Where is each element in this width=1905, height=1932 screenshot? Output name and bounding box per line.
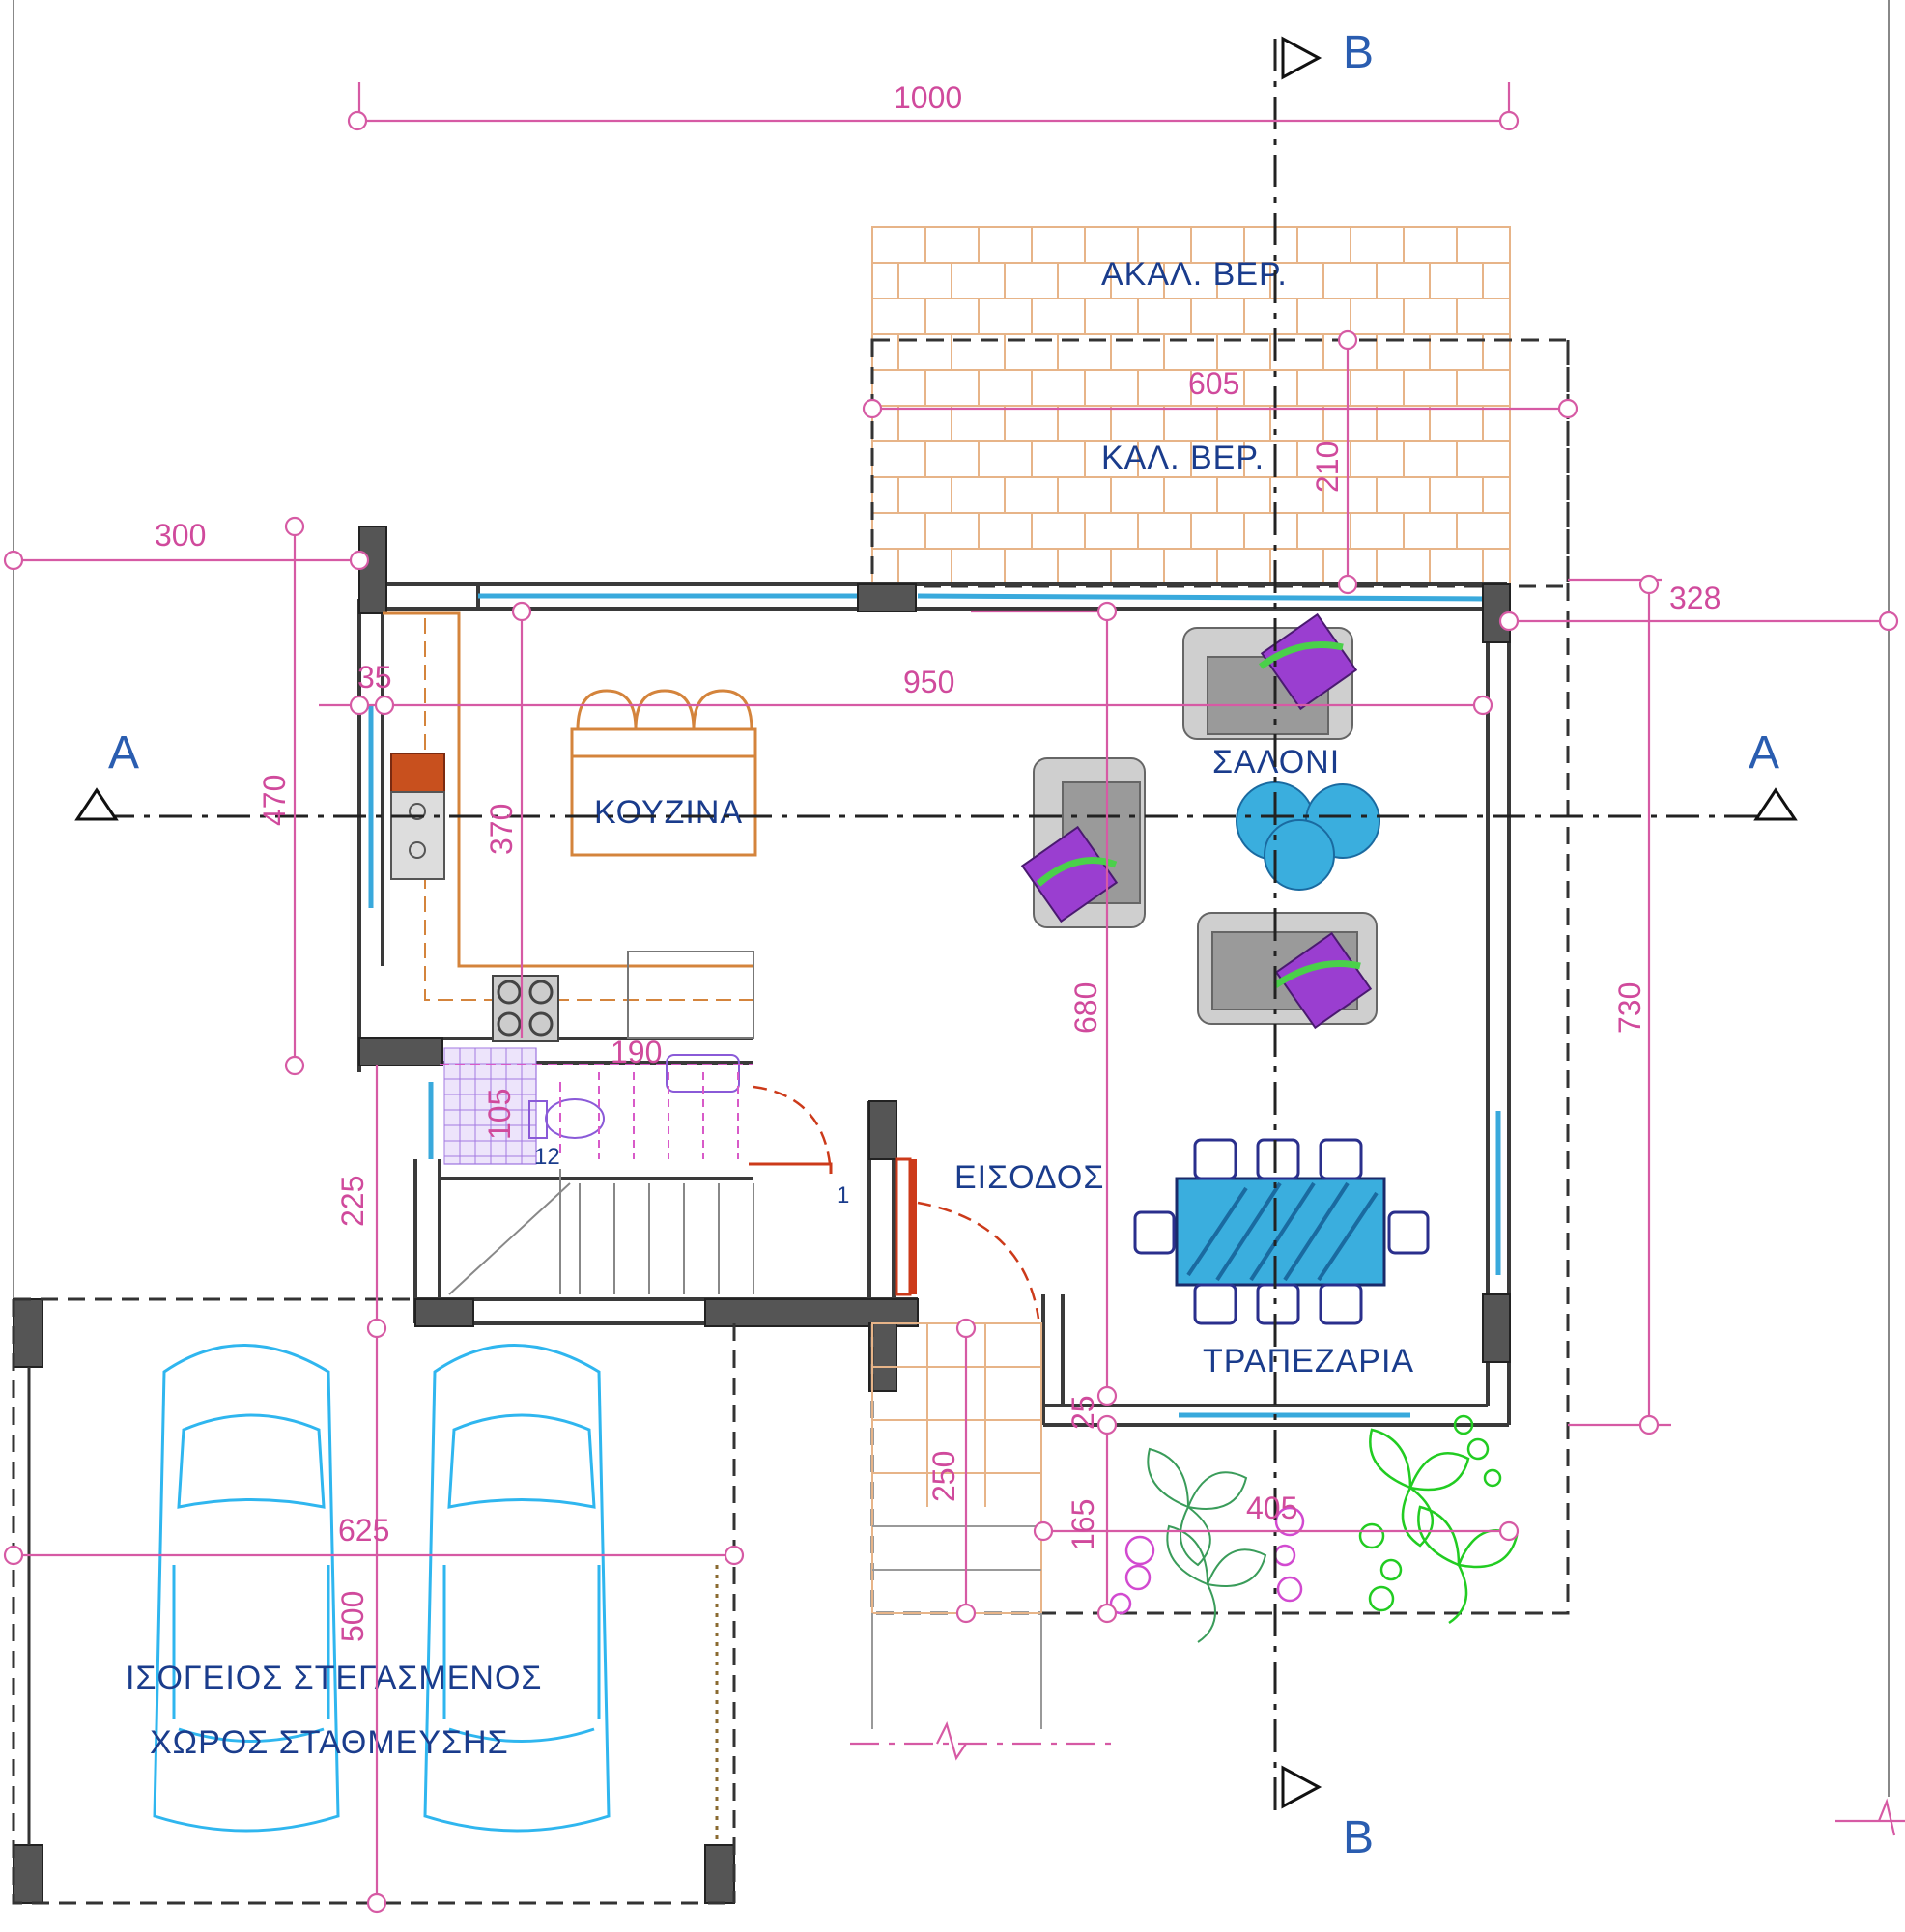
- dim-225: 225: [335, 1176, 370, 1227]
- uncovered-veranda-label: ΑΚΑΛ. ΒΕΡ.: [1101, 256, 1288, 293]
- kitchen-counters: [383, 611, 754, 1042]
- dim-950: 950: [903, 665, 954, 699]
- dim-25: 25: [1066, 1395, 1100, 1430]
- car-right: [423, 1344, 611, 1833]
- sofa-top: [1182, 612, 1358, 740]
- section-a-left-label: A: [108, 727, 139, 779]
- dim-105: 105: [482, 1089, 517, 1140]
- dim-250: 250: [926, 1451, 961, 1502]
- dining-table: [1175, 1177, 1386, 1287]
- dining-chairs: [1133, 1138, 1430, 1325]
- sofa-bottom: [1197, 912, 1378, 1030]
- dim-605: 605: [1188, 366, 1239, 401]
- stair-start-mark: 1: [837, 1182, 849, 1208]
- section-b-bottom-label: B: [1343, 1812, 1374, 1863]
- entrance-door-leaf: [895, 1157, 912, 1296]
- section-a-right-label: A: [1749, 727, 1779, 779]
- parking-label-line2: ΧΩΡΟΣ ΣΤΑΘΜΕΥΣΗΣ: [150, 1724, 509, 1761]
- section-b-top-marker: [1281, 36, 1322, 80]
- windows: [368, 593, 1501, 1418]
- plants-left: [1109, 1447, 1305, 1643]
- dim-190: 190: [611, 1035, 662, 1069]
- dim-680: 680: [1068, 982, 1103, 1034]
- dim-470: 470: [257, 775, 292, 826]
- parking-area: [12, 1297, 736, 1905]
- kitchen-label: ΚΟΥΖΙΝΑ: [594, 794, 743, 831]
- car-left: [153, 1344, 340, 1833]
- dim-370: 370: [484, 804, 519, 855]
- section-b-bottom-marker: [1281, 1765, 1322, 1809]
- dim-300: 300: [155, 518, 206, 553]
- coffee-table: [1236, 781, 1380, 891]
- dim-210: 210: [1310, 441, 1345, 493]
- dim-405: 405: [1246, 1491, 1297, 1525]
- dim-328: 328: [1669, 581, 1720, 615]
- dim-1000: 1000: [894, 80, 962, 115]
- section-b-top-label: B: [1343, 27, 1374, 78]
- entrance-label: ΕΙΣΟΔΟΣ: [954, 1159, 1104, 1196]
- section-a-left-marker: [74, 787, 119, 821]
- entrance-steps: [871, 1322, 1042, 1729]
- dim-165: 165: [1066, 1499, 1100, 1550]
- dim-730: 730: [1612, 982, 1647, 1034]
- sofa-left: [1020, 757, 1146, 928]
- wc-door-leaf: [749, 1162, 833, 1174]
- dim-35: 35: [357, 660, 392, 695]
- dimension-lines: [3, 82, 1905, 1914]
- house-walls: [357, 582, 1511, 1427]
- dining-room-label: ΤΡΑΠΕΖΑΡΙΑ: [1203, 1343, 1414, 1379]
- covered-veranda-label: ΚΑΛ. ΒΕΡ.: [1101, 440, 1265, 476]
- section-a-right-marker: [1753, 787, 1798, 821]
- staircase: [448, 1072, 754, 1295]
- wc-door: [753, 1085, 833, 1175]
- parking-label-line1: ΙΣΟΓΕΙΟΣ ΣΤΕΓΑΣΜΕΝΟΣ: [126, 1660, 542, 1696]
- plants-right: [1358, 1414, 1519, 1625]
- entrance-door-swing: [917, 1201, 1040, 1320]
- kitchen-island: [570, 689, 757, 857]
- columns: [13, 526, 1511, 1904]
- stair-end-mark: 12: [534, 1144, 560, 1170]
- dim-625: 625: [338, 1513, 389, 1548]
- dim-500: 500: [335, 1591, 370, 1642]
- wc-room: [440, 1047, 753, 1165]
